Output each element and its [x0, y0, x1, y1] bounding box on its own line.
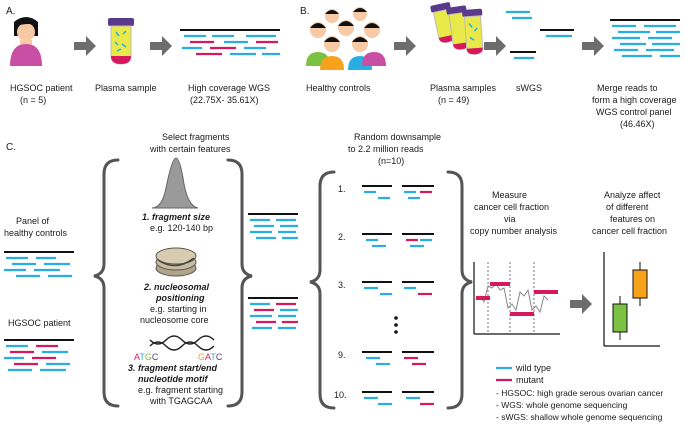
downsample-line1: Random downsample	[354, 132, 441, 142]
legend-wild-type: wild type	[515, 363, 551, 373]
plasma-tube-icon	[108, 18, 134, 65]
arrow-a2	[150, 36, 172, 56]
analyze-line1: Analyze affect	[604, 190, 661, 200]
measure-line3: via	[504, 214, 516, 224]
plasma-tubes-icon	[430, 2, 484, 55]
feature1-example: e.g. 120-140 bp	[150, 223, 213, 233]
feature3-example1: e.g. fragment starting	[138, 385, 223, 395]
svg-text:1.: 1.	[338, 184, 346, 194]
brace-left-open	[93, 158, 120, 408]
section-b-label: B.	[300, 6, 309, 17]
measure-line2: cancer cell fraction	[474, 202, 549, 212]
merged-reads	[610, 19, 680, 58]
abbr-swgs: - sWGS: shallow whole genome sequencing	[496, 412, 663, 422]
brace-right-open	[309, 170, 336, 410]
replicate-3: 3.	[338, 280, 434, 296]
arrow-b1	[394, 36, 416, 56]
dna-helix-icon	[149, 335, 215, 351]
replicate-9: 9.	[338, 350, 434, 366]
replicate-1: 1.	[338, 184, 434, 200]
plasma-sample-label: Plasma sample	[95, 83, 157, 93]
measure-line1: Measure	[492, 190, 527, 200]
brace-right-close	[446, 170, 473, 410]
patient-n: (n = 5)	[20, 95, 46, 105]
selected-reads-hgsoc	[248, 297, 298, 330]
legend-mutant: mutant	[516, 375, 544, 385]
arrow-b3	[582, 36, 604, 56]
panel-line1: Panel of	[16, 216, 50, 226]
swgs-label: sWGS	[516, 83, 542, 93]
motif-left: ATGC	[134, 352, 159, 362]
merge-line1: Merge reads to	[597, 83, 658, 93]
selected-reads-control	[248, 213, 298, 240]
patient-label: HGSOC patient	[10, 83, 73, 93]
panel-line2: healthy controls	[4, 228, 68, 238]
section-c-label: C.	[6, 142, 16, 153]
analyze-line3: features on	[610, 214, 655, 224]
brace-left-close	[226, 158, 253, 408]
analyze-line2: of different	[606, 202, 649, 212]
arrow-c1	[570, 294, 592, 314]
svg-text:2.: 2.	[338, 232, 346, 242]
swgs-reads	[506, 10, 574, 60]
merge-coverage: (46.46X)	[620, 119, 655, 129]
hgsoc-reads	[4, 339, 74, 372]
healthy-controls-label: Healthy controls	[306, 83, 371, 93]
feature3-title2: nucleotide motif	[138, 374, 209, 384]
boxplot	[603, 252, 660, 347]
select-line1: Select fragments	[162, 132, 230, 142]
feature2-title2: positioning	[155, 293, 205, 303]
downsample-n: (n=10)	[378, 156, 404, 166]
fragment-size-histogram-icon	[151, 157, 199, 209]
measure-line4: copy number analysis	[470, 226, 558, 236]
svg-text:10.: 10.	[334, 390, 347, 400]
svg-text:9.: 9.	[338, 350, 346, 360]
abbr-hgsoc: - HGSOC: high grade serous ovarian cance…	[496, 388, 663, 398]
abbr-wgs: - WGS: whole genome sequencing	[496, 400, 628, 410]
merge-line3: WGS control panel	[596, 107, 672, 117]
wgs-range: (22.75X- 35.61X)	[190, 95, 259, 105]
replicate-10: 10.	[334, 390, 434, 406]
wgs-label: High coverage WGS	[188, 83, 270, 93]
section-a-label: A.	[6, 6, 15, 17]
copy-number-plot	[473, 262, 560, 335]
feature3-title1: 3. fragment start/end	[128, 363, 218, 373]
arrow-a1	[74, 36, 96, 56]
downsample-line2: to 2.2 million reads	[348, 144, 424, 154]
panel-reads	[4, 251, 74, 278]
feature1-title: 1. fragment size	[142, 212, 210, 222]
analyze-line4: cancer cell fraction	[592, 226, 667, 236]
feature2-title1: 2. nucleosomal	[143, 282, 210, 292]
replicate-2: 2.	[338, 232, 434, 248]
arrow-b2	[484, 36, 506, 56]
motif-right: GATC	[198, 352, 223, 362]
wgs-reads	[180, 29, 280, 56]
plasma-samples-n: (n = 49)	[438, 95, 469, 105]
merge-line2: form a high coverage	[592, 95, 677, 105]
feature2-example1: e.g. starting in	[150, 304, 207, 314]
healthy-controls-icon	[306, 7, 386, 70]
svg-text:3.: 3.	[338, 280, 346, 290]
select-line2: with certain features	[149, 144, 231, 154]
patient-icon	[10, 17, 42, 66]
nucleosome-icon	[155, 247, 197, 277]
hgsoc-label: HGSOC patient	[8, 318, 71, 328]
plasma-samples-label: Plasma samples	[430, 83, 497, 93]
feature3-example2: with TGAGCAA	[149, 396, 212, 406]
ellipsis-dots	[394, 316, 398, 334]
feature2-example2: nucleosome core	[140, 315, 209, 325]
